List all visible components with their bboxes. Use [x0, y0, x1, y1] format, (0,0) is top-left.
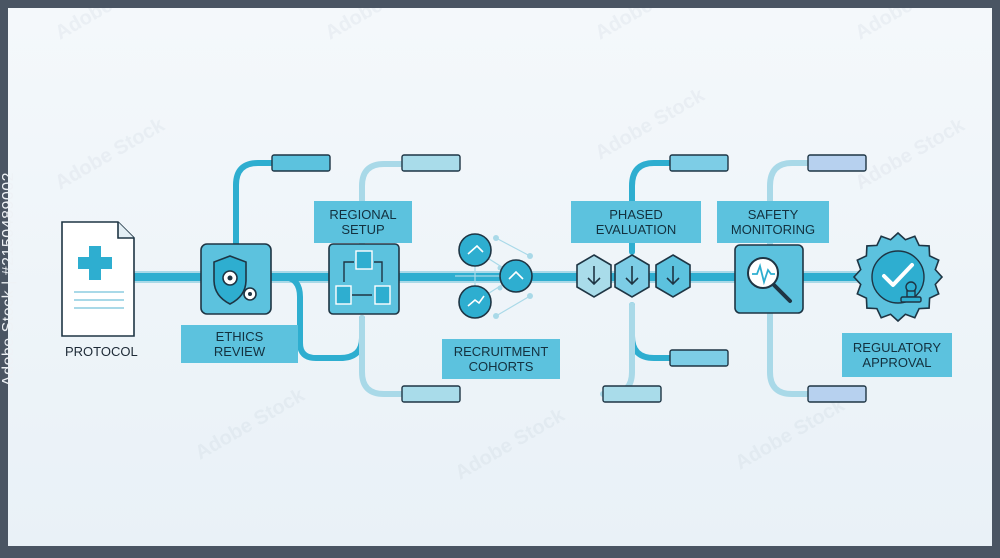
diagram-frame: Adobe Stock Adobe Stock Adobe Stock Adob…	[8, 8, 992, 546]
shield-gears-icon	[200, 243, 272, 315]
step-label-protocol: PROTOCOL	[65, 344, 138, 359]
step-label-recruitment: RECRUITMENT COHORTS	[442, 339, 560, 379]
step-label-safety: SAFETY MONITORING	[717, 201, 829, 243]
step-label-ethics: ETHICS REVIEW	[181, 325, 298, 363]
placeholder-bar	[669, 154, 729, 172]
svg-text:Adobe Stock: Adobe Stock	[192, 384, 310, 465]
step-label-regional: REGIONAL SETUP	[314, 201, 412, 243]
placeholder-bar	[807, 385, 867, 403]
svg-text:Adobe Stock: Adobe Stock	[52, 8, 170, 44]
buildings-network-icon	[328, 243, 400, 315]
svg-text:Adobe Stock: Adobe Stock	[852, 8, 970, 44]
placeholder-bars	[271, 154, 867, 403]
placeholder-bar	[271, 154, 331, 172]
magnifier-pulse-icon	[734, 244, 804, 314]
placeholder-bar	[602, 385, 662, 403]
watermark-strip: Adobe Stock | #2150489002	[0, 0, 17, 558]
svg-text:Adobe Stock: Adobe Stock	[592, 84, 710, 165]
diagram-graphics: Adobe Stock Adobe Stock Adobe Stock Adob…	[52, 8, 970, 485]
placeholder-bar	[401, 154, 461, 172]
svg-text:Adobe Stock: Adobe Stock	[852, 114, 970, 195]
placeholder-bar	[401, 385, 461, 403]
placeholder-bar	[669, 349, 729, 367]
placeholder-bar	[807, 154, 867, 172]
svg-text:Adobe Stock: Adobe Stock	[52, 114, 170, 195]
svg-text:Adobe Stock: Adobe Stock	[592, 8, 710, 44]
step-label-regulatory: REGULATORY APPROVAL	[842, 333, 952, 377]
hexagon-arrows-icon	[576, 254, 691, 298]
document-plus-icon	[61, 221, 135, 337]
svg-text:Adobe Stock: Adobe Stock	[322, 8, 440, 44]
svg-text:Adobe Stock: Adobe Stock	[452, 404, 570, 485]
svg-text:Adobe Stock: Adobe Stock	[732, 394, 850, 475]
badge-check-stamp-icon	[852, 231, 944, 323]
network-nodes-icon	[455, 233, 533, 319]
watermark-text: Adobe Stock | #2150489002	[0, 171, 17, 387]
step-label-phased: PHASED EVALUATION	[571, 201, 701, 243]
